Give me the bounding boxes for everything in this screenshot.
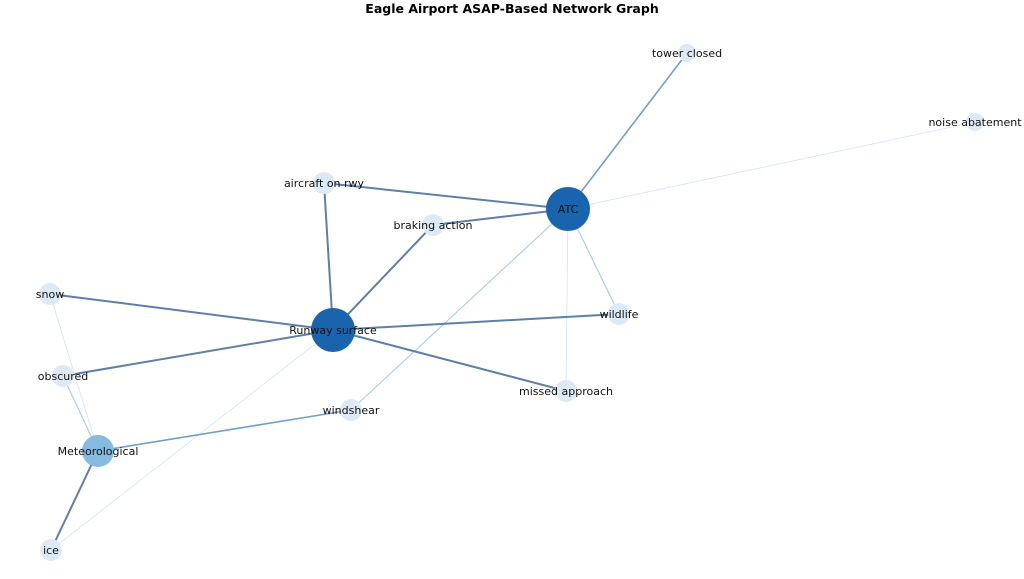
edge-runway-wildlife [332,313,620,331]
edge-atc-braking [432,208,569,226]
node-circle-aircraft [313,172,335,194]
edge-atc-aircraft [323,182,569,210]
node-label-obscured: obscured [38,370,89,383]
node-circle-windshear [340,399,362,421]
node-label-atc: ATC [558,203,579,216]
edge-runway-aircraft [323,182,334,331]
node-obscured[interactable]: obscured [38,365,89,387]
node-snow[interactable]: snow [36,283,64,305]
node-circle-noise [966,113,984,131]
node-label-runway: Runway surface [289,324,377,337]
node-circle-wildlife [608,303,630,325]
edge-runway-snow [49,293,334,331]
node-label-windshear: windshear [323,404,380,417]
node-circle-runway [311,308,355,352]
node-label-tower: tower closed [652,47,722,60]
node-tower[interactable]: tower closed [652,44,722,62]
node-ice[interactable]: ice [40,539,62,561]
edge-runway-missed [332,329,567,392]
node-circle-ice [40,539,62,561]
node-label-missed: missed approach [519,385,613,398]
node-label-snow: snow [36,288,64,301]
node-meteo[interactable]: Meteorological [58,435,139,467]
edge-atc-tower [567,52,688,210]
node-label-ice: ice [43,544,59,557]
edge-runway-braking [332,224,434,331]
edge-atc-windshear [350,208,569,411]
node-label-aircraft: aircraft on rwy [284,177,365,190]
edge-atc-noise [567,121,976,210]
node-circle-missed [555,380,577,402]
node-circle-tower [678,44,696,62]
node-aircraft[interactable]: aircraft on rwy [284,172,365,194]
node-circle-braking [422,214,444,236]
node-circle-meteo [82,435,114,467]
edge-runway-obscured [62,329,334,377]
node-label-meteo: Meteorological [58,445,139,458]
node-label-noise: noise abatement [928,116,1022,129]
node-circle-atc [546,187,590,231]
edge-layer [49,52,976,551]
node-circle-snow [39,283,61,305]
node-label-wildlife: wildlife [600,308,639,321]
node-runway[interactable]: Runway surface [289,308,377,352]
node-wildlife[interactable]: wildlife [600,303,639,325]
node-noise[interactable]: noise abatement [928,113,1022,131]
edge-atc-missed [565,208,569,392]
edge-meteo-snow [49,293,99,452]
graph-title: Eagle Airport ASAP-Based Network Graph [365,1,658,16]
edge-runway-ice [50,329,334,551]
edge-meteo-ice [50,450,99,551]
node-label-braking: braking action [394,219,473,232]
node-windshear[interactable]: windshear [323,399,380,421]
node-atc[interactable]: ATC [546,187,590,231]
node-missed[interactable]: missed approach [519,380,613,402]
node-circle-obscured [52,365,74,387]
node-braking[interactable]: braking action [394,214,473,236]
edge-meteo-windshear [97,409,352,452]
